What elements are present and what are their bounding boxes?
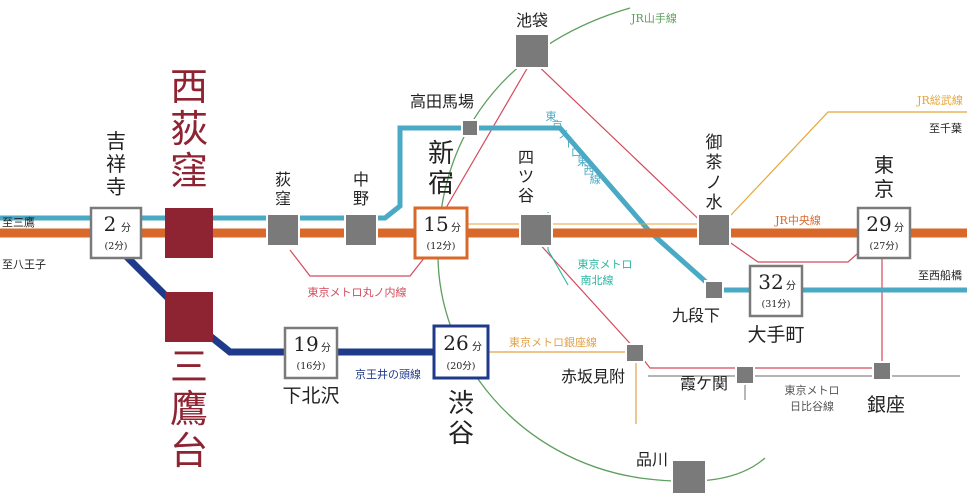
time-tokyo-unit: 分 — [894, 222, 904, 234]
time-kichijoji-sub: (2分) — [105, 241, 128, 252]
label-nakano: 中野 — [353, 170, 369, 208]
time-shinjuku-min: 15 — [423, 212, 448, 236]
line-label-inokashira: 京王井の頭線 — [355, 367, 421, 381]
time-otemachi-unit: 分 — [786, 280, 796, 292]
marunouchi-line-5 — [714, 230, 883, 372]
marunouchi-line-3 — [535, 239, 637, 351]
line-label-chuo: JR中央線 — [774, 213, 821, 227]
line-label-namboku-2: 南北線 — [581, 273, 614, 287]
time-otemachi-sub: (31分) — [761, 299, 790, 310]
label-tokyo: 東京 — [874, 153, 894, 201]
station-marker-shinagawa — [671, 459, 707, 495]
station-marker-nakano — [344, 213, 378, 247]
time-tokyo-min: 29 — [866, 212, 891, 236]
time-shinjuku-unit: 分 — [451, 222, 461, 234]
line-label-sobu: JR総武線 — [916, 93, 963, 107]
time-box-shinjuku: 15 分 (12分) — [413, 206, 469, 260]
direction-hachioji: 至八王子 — [2, 258, 46, 271]
station-marker-ogikubo — [266, 213, 300, 247]
label-shinagawa: 品川 — [636, 450, 668, 469]
label-shinjuku: 新宿 — [428, 139, 454, 199]
direction-chiba: 至千葉 — [929, 121, 962, 135]
time-box-otemachi: 32 分 (31分) — [748, 264, 804, 318]
label-kichijoji: 吉祥寺 — [106, 129, 126, 199]
sobu-line — [714, 111, 967, 233]
station-marker-mitakadai — [165, 292, 213, 342]
time-box-shibuya: 26 分 (20分) — [432, 324, 490, 380]
label-shibuya: 渋谷 — [448, 389, 474, 449]
station-marker-ginza — [872, 361, 892, 381]
time-box-shimokitazawa: 19 分 (16分) — [283, 326, 339, 380]
label-mitakadai: 三鷹台 — [170, 345, 208, 473]
label-ikebukuro: 池袋 — [516, 11, 548, 30]
time-kichijoji-unit: 分 — [121, 222, 131, 234]
time-shibuya-sub: (20分) — [446, 361, 475, 372]
label-kudanshita: 九段下 — [672, 306, 720, 325]
time-box-kichijoji: 2 分 (2分) — [89, 206, 143, 260]
station-marker-nishiogikubo — [165, 208, 213, 258]
direction-mitaka: 至三鷹 — [2, 215, 35, 229]
station-marker-yotsuya — [519, 213, 553, 247]
time-kichijoji-min: 2 — [104, 212, 117, 236]
label-otemachi: 大手町 — [747, 324, 804, 346]
label-nishiogikubo: 西荻窪 — [170, 65, 208, 193]
label-tozai-line: 東京メトロ東西線 — [546, 110, 601, 186]
marunouchi-line — [289, 247, 433, 277]
station-marker-kudanshita — [704, 280, 724, 300]
station-marker-akasakamitsuke — [625, 343, 645, 363]
tozai-line — [0, 125, 967, 293]
line-label-hibiya-2: 日比谷線 — [790, 399, 834, 413]
label-ochanomizu: 御茶ノ水 — [706, 133, 723, 213]
line-label-marunouchi: 東京メトロ丸ノ内線 — [308, 285, 407, 299]
marunouchi-line-4 — [635, 349, 882, 369]
time-shinjuku-sub: (12分) — [426, 241, 455, 252]
label-kasumigaseki: 霞ケ関 — [680, 374, 728, 393]
time-shimokitazawa-min: 19 — [293, 332, 318, 356]
time-shibuya-min: 26 — [443, 331, 468, 355]
direction-nishifunabashi: 至西船橋 — [918, 268, 962, 282]
label-ginza: 銀座 — [867, 394, 905, 416]
time-otemachi-min: 32 — [758, 270, 783, 294]
station-marker-ochanomizu — [697, 213, 731, 247]
time-shimokitazawa-sub: (16分) — [296, 361, 325, 372]
label-takadanobaba: 高田馬場 — [410, 92, 474, 111]
station-marker-kasumigaseki — [735, 365, 755, 385]
label-shimokitazawa: 下北沢 — [282, 385, 339, 407]
line-label-ginza: 東京メトロ銀座線 — [509, 335, 597, 349]
line-label-yamanote: JR山手線 — [630, 11, 677, 25]
time-shibuya-unit: 分 — [472, 341, 482, 353]
ginza-line — [480, 351, 637, 424]
label-akasakamitsuke: 赤坂見附 — [561, 367, 625, 386]
label-yotsuya: 四ツ谷 — [518, 148, 534, 205]
label-ogikubo: 荻窪 — [275, 170, 291, 208]
station-marker-takadanobaba — [461, 119, 479, 137]
time-tokyo-sub: (27分) — [869, 241, 898, 252]
time-box-tokyo: 29 分 (27分) — [856, 206, 912, 260]
line-label-namboku-1: 東京メトロ — [578, 257, 633, 271]
station-marker-ikebukuro — [514, 33, 550, 69]
time-shimokitazawa-unit: 分 — [321, 342, 331, 354]
line-label-hibiya-1: 東京メトロ — [785, 383, 840, 397]
